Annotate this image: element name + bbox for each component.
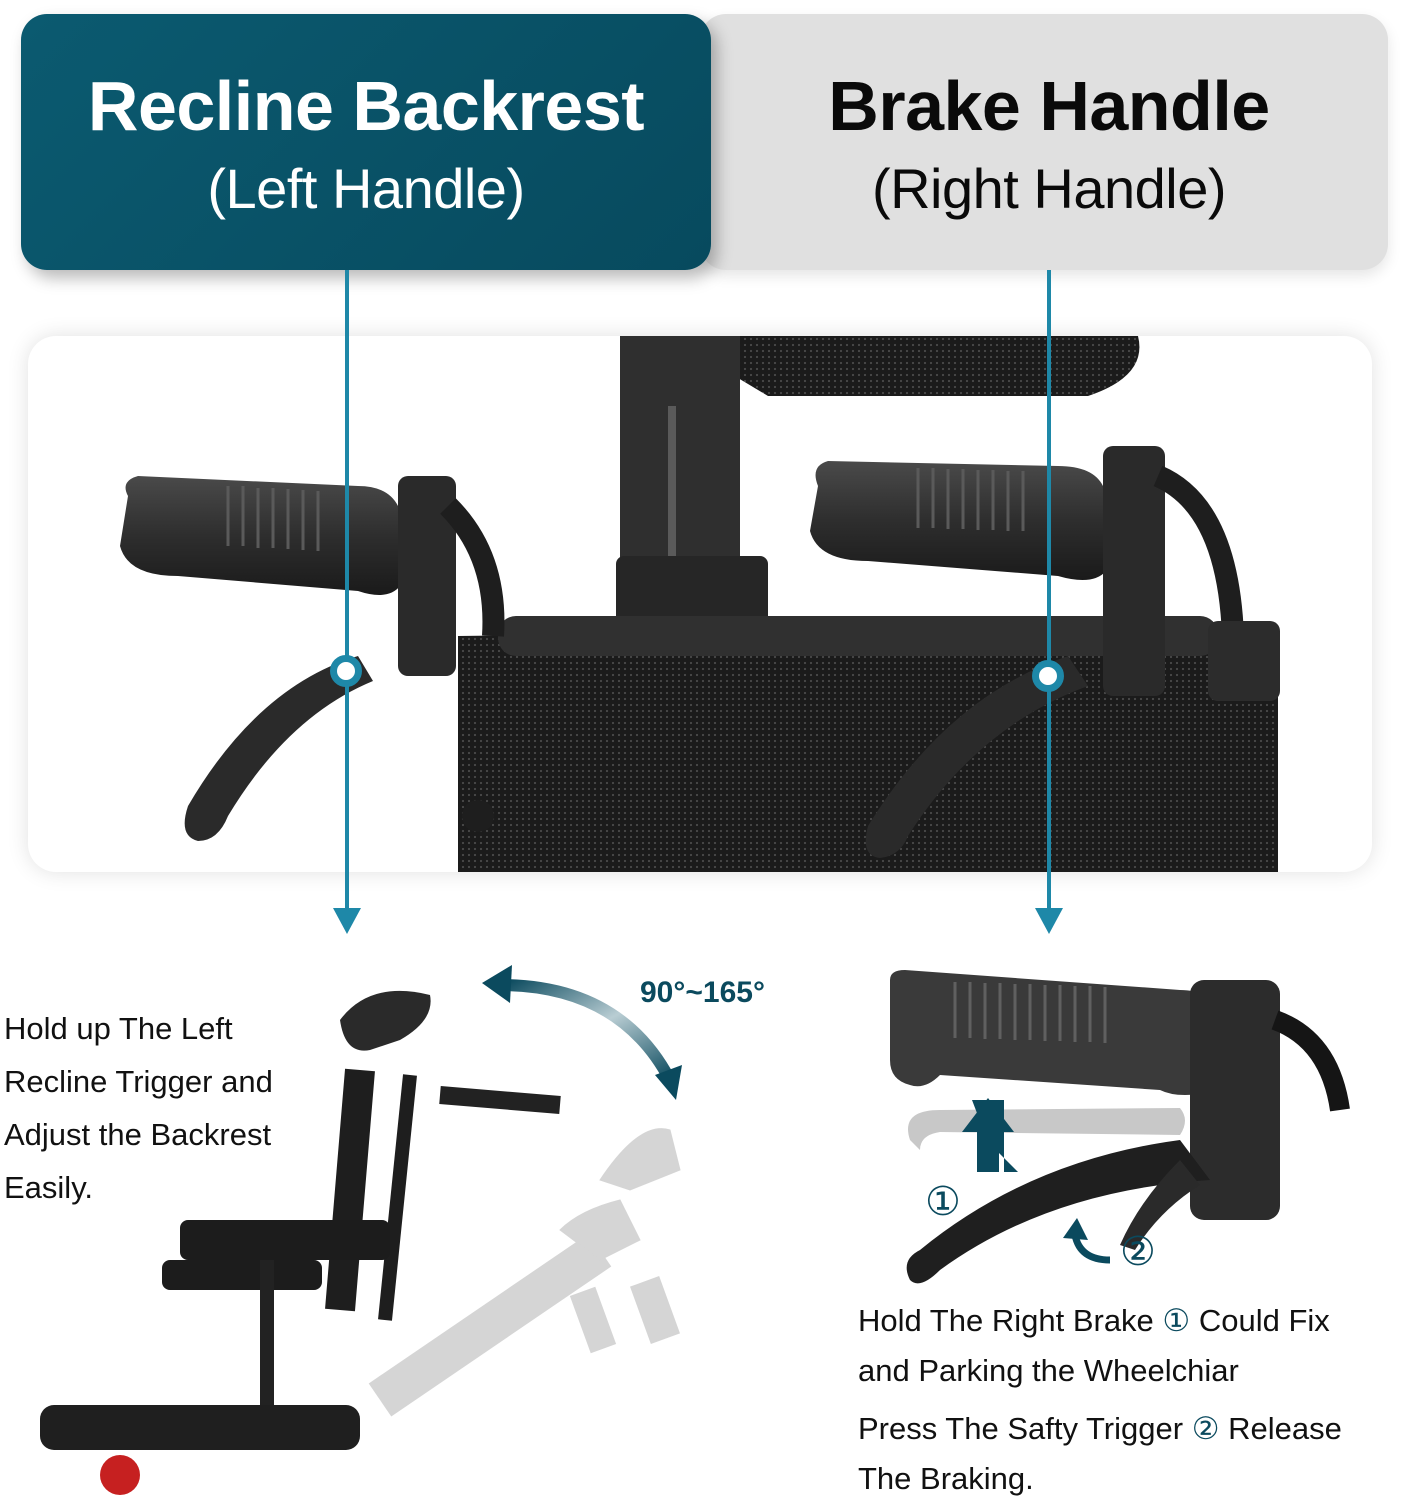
recline-backrest-title: Recline Backrest — [87, 67, 645, 145]
brake-instruction-text: Hold The Right Brake — [858, 1303, 1163, 1338]
brake-instruction-text: Could Fix — [1190, 1303, 1330, 1338]
left-connector-line — [345, 270, 349, 910]
handles-photo-panel — [28, 336, 1372, 872]
brake-instruction-line-2: and Parking the Wheelchiar — [858, 1353, 1239, 1388]
right-connector-line — [1047, 270, 1051, 910]
recline-backrest-subtitle: (Left Handle) — [207, 157, 525, 220]
brake-instruction-text: Release — [1219, 1411, 1342, 1446]
step-2-marker: ② — [1120, 1229, 1156, 1274]
recline-angle-label: 90°~165° — [640, 976, 765, 1009]
brake-instruction-text: Press The Safty Trigger — [858, 1411, 1192, 1446]
left-connector-arrow-icon — [333, 908, 361, 934]
brake-instruction-line-4: The Braking. — [858, 1461, 1034, 1496]
recline-instructions: Hold up The Left Recline Trigger and Adj… — [4, 1002, 344, 1214]
step-1-marker: ① — [925, 1179, 961, 1224]
brake-instruction-line-1: Hold The Right Brake ① Could Fix — [858, 1296, 1418, 1346]
brake-instructions: Hold The Right Brake ① Could Fix and Par… — [858, 1296, 1418, 1504]
recline-instruction-line: Adjust the Backrest — [4, 1117, 272, 1152]
step-2-inline-marker: ② — [1191, 1411, 1220, 1446]
recline-angle-arrow-icon — [482, 965, 682, 1100]
left-connector-dot — [330, 655, 362, 687]
brake-instruction-line-3: Press The Safty Trigger ② Release — [858, 1404, 1418, 1454]
brake-handle-subtitle: (Right Handle) — [871, 157, 1227, 220]
wheelchair-handles-illustration — [120, 336, 1280, 872]
right-connector-arrow-icon — [1035, 908, 1063, 934]
brake-handle-title: Brake Handle — [828, 67, 1270, 145]
reclining-wheelchair-illustration — [40, 990, 681, 1495]
brake-lever-illustration: ① ② — [890, 970, 1350, 1284]
right-connector-dot — [1032, 660, 1064, 692]
recline-instruction-line: Hold up The Left — [4, 1011, 233, 1046]
brake-handle-card: Brake Handle (Right Handle) — [700, 14, 1388, 270]
step-1-inline-marker: ① — [1162, 1303, 1191, 1338]
recline-instruction-line: Recline Trigger and — [4, 1064, 273, 1099]
recline-backrest-card: Recline Backrest (Left Handle) — [21, 14, 711, 270]
recline-instruction-line: Easily. — [4, 1170, 94, 1205]
